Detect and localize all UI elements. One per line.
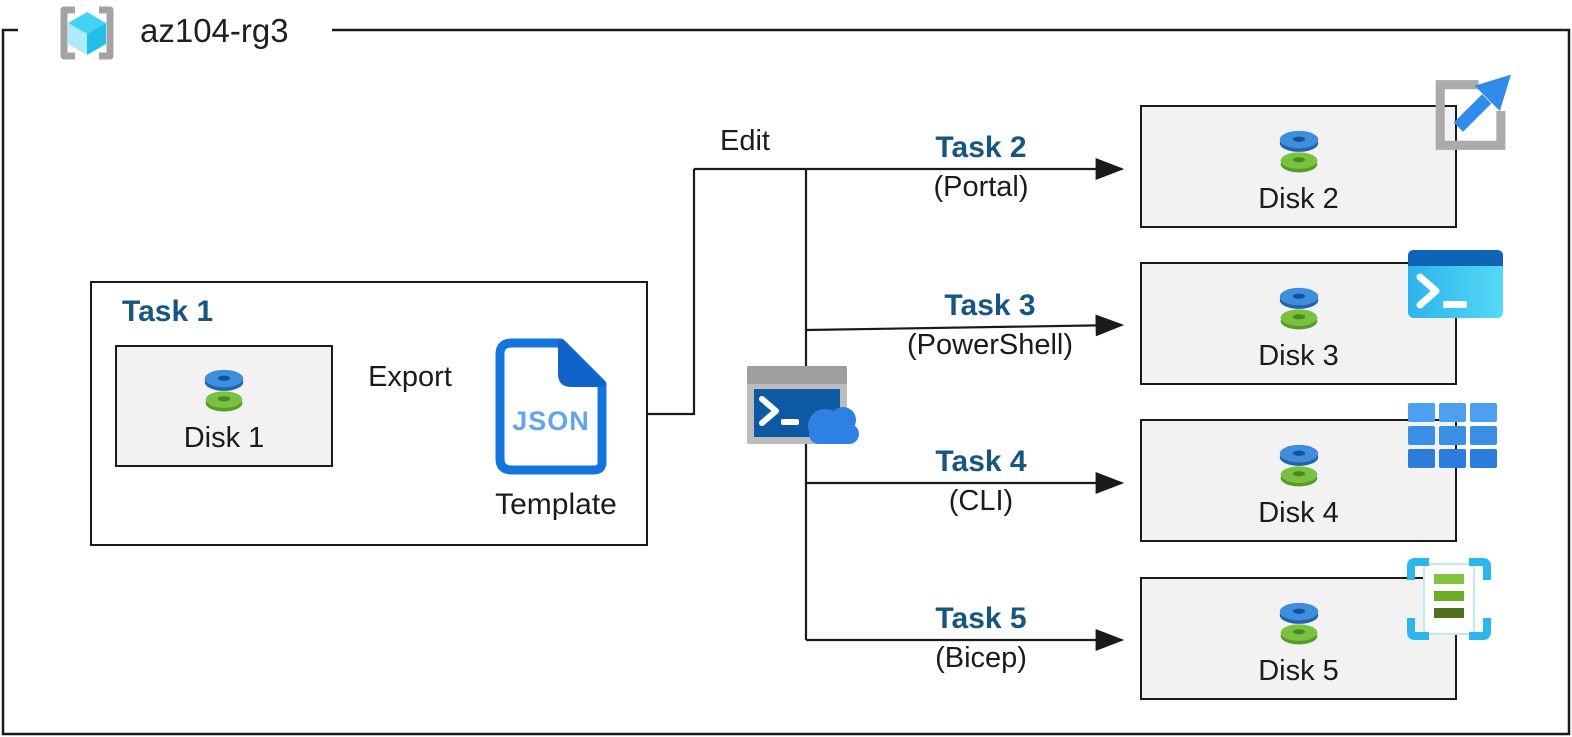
disk1-label: Disk 1 [183, 422, 265, 454]
disk2-label: Disk 2 [1258, 182, 1339, 215]
powershell-icon [1408, 250, 1503, 318]
task4-title: Task 4 [935, 445, 1027, 478]
disk-icon [1279, 287, 1318, 329]
disk4-label: Disk 4 [1258, 496, 1339, 529]
task3-tool: (PowerShell) [907, 329, 1073, 361]
cloud-shell-icon [747, 366, 859, 444]
task5-tool: (Bicep) [935, 642, 1027, 674]
edit-label: Edit [720, 125, 770, 157]
disk-icon [204, 369, 244, 412]
task1-title: Task 1 [122, 295, 214, 328]
resource-group-icon [60, 6, 114, 60]
template-label: Template [495, 488, 617, 521]
azure-cli-icon [1408, 403, 1497, 468]
disk3-label: Disk 3 [1258, 339, 1339, 372]
disk-icon [1279, 602, 1318, 644]
task3-label: Task 3 (PowerShell) [850, 289, 1130, 361]
task2-title: Task 2 [935, 131, 1027, 164]
disk-icon [1279, 444, 1318, 486]
resource-group-name: az104-rg3 [140, 12, 289, 49]
json-file-type: JSON [512, 406, 590, 436]
task5-title: Task 5 [935, 602, 1027, 635]
azure-portal-icon [1435, 74, 1511, 150]
disk5-label: Disk 5 [1258, 654, 1339, 687]
export-label: Export [368, 361, 452, 393]
disk-icon [1279, 130, 1318, 172]
edit-connector [648, 169, 696, 416]
task4-tool: (CLI) [948, 485, 1014, 517]
disk2-box: Disk 2 [1140, 105, 1457, 228]
task2-label: Task 2 (Portal) [841, 131, 1121, 203]
disk1-box: Disk 1 [115, 345, 333, 467]
bicep-icon [1407, 558, 1491, 640]
task4-label: Task 4 (CLI) [841, 445, 1121, 517]
task5-label: Task 5 (Bicep) [841, 602, 1121, 674]
task3-title: Task 3 [944, 289, 1036, 322]
task2-tool: (Portal) [933, 171, 1029, 203]
